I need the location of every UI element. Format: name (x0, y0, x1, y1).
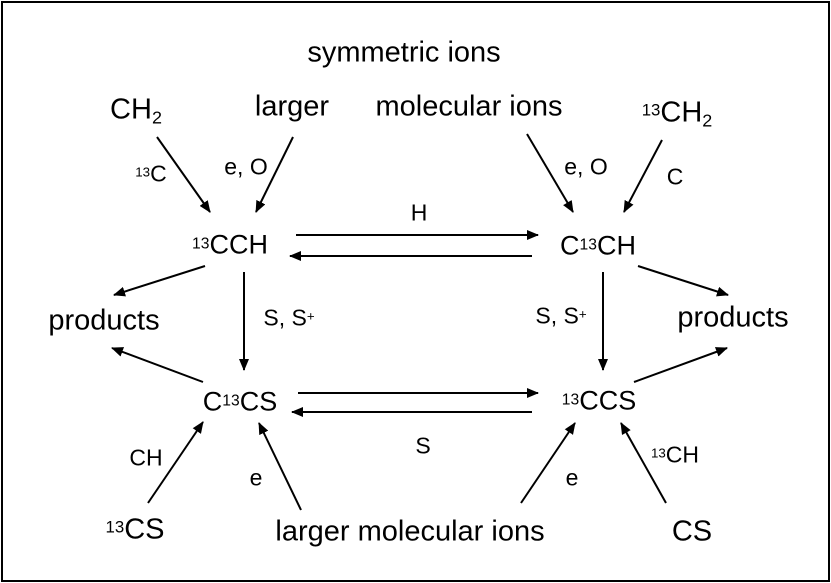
products-left: products (48, 304, 160, 337)
arrow-larger-to-c13cs (258, 422, 302, 511)
label-13c: 13C (135, 160, 167, 187)
label-h: H (410, 199, 428, 226)
arrow-cs-to-ccs (620, 422, 667, 504)
source-larger-bottom: larger molecular ions (275, 515, 545, 548)
source-molecular-ions-top: molecular ions (375, 90, 563, 123)
arrow-c13cs-to-products (111, 347, 204, 383)
label-c: C (666, 163, 684, 190)
products-right: products (677, 301, 789, 334)
label-s-s-plus-right: S, S+ (535, 302, 587, 329)
label-e-o-left: e, O (224, 153, 268, 180)
label-e-right: e (565, 464, 579, 491)
arrow-13ch2-to-c13ch (623, 139, 663, 213)
arrow-ch2-to-cch (156, 136, 211, 213)
label-e-left: e (249, 464, 263, 491)
arrow-larger-to-ccs (520, 422, 576, 504)
label-ch: CH (129, 444, 163, 471)
arrow-13cs-to-c13cs (147, 421, 204, 504)
source-cs: CS (671, 515, 713, 548)
diagram-title: symmetric ions (307, 36, 501, 69)
node-13ccs: 13CCS (561, 385, 637, 416)
label-s-bottom: S (415, 432, 431, 459)
source-larger-top: larger (254, 90, 330, 123)
arrow-c13ch-to-products (637, 265, 729, 297)
arrow-larger-to-cch (255, 136, 294, 213)
source-ch2: CH2 (110, 93, 162, 128)
source-13ch2: 13CH2 (641, 96, 713, 131)
source-13cs: 13CS (105, 513, 165, 546)
label-s-s-plus-left: S, S+ (263, 304, 315, 331)
arrow-cch-to-products (113, 265, 206, 297)
label-e-o-right: e, O (564, 153, 608, 180)
node-13cch: 13CCH (192, 229, 268, 260)
arrow-molecular-ions-to-c13ch (526, 133, 574, 213)
node-c13cs: C13CS (202, 386, 278, 417)
label-13ch: 13CH (650, 441, 700, 468)
arrow-ccs-to-products (633, 347, 728, 383)
node-c13ch: C13CH (560, 230, 636, 261)
